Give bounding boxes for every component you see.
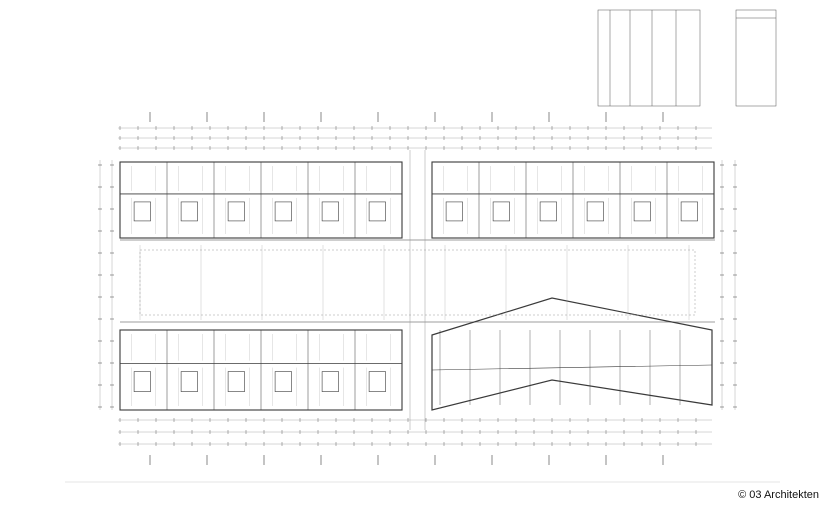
plan-lines bbox=[98, 112, 737, 465]
copyright-credit: © 03 Architekten bbox=[738, 489, 819, 501]
title-block bbox=[597, 9, 777, 107]
